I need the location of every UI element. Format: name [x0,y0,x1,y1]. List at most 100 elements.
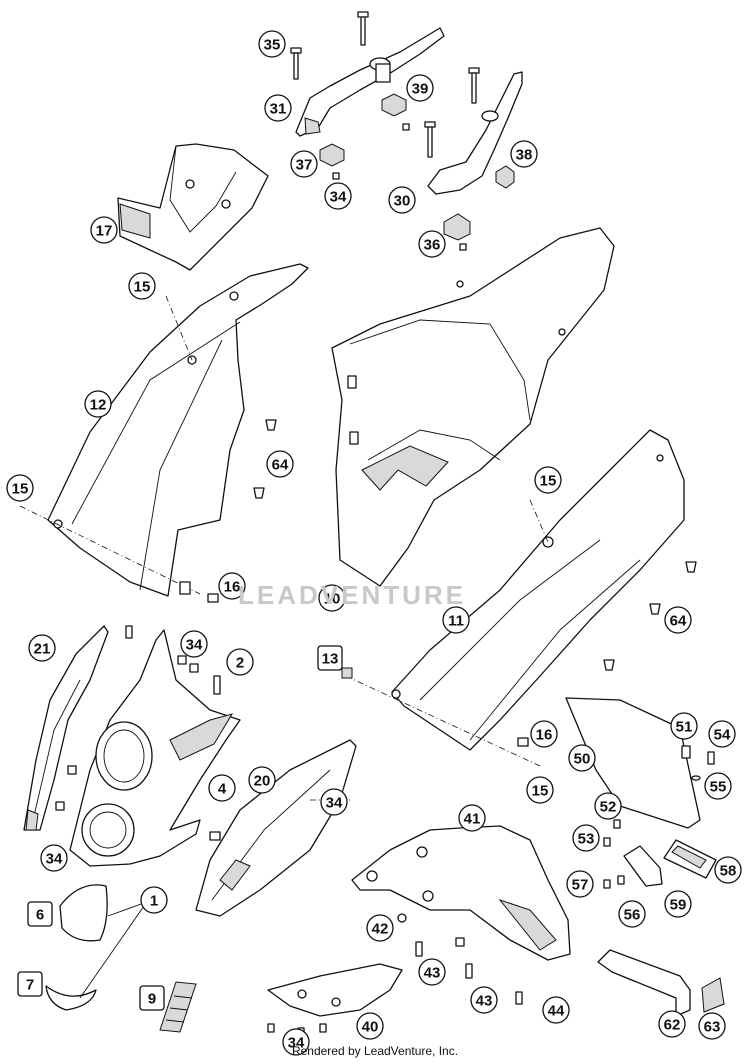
nut-39 [381,93,410,131]
nut-38 [495,165,515,189]
bracket-17 [117,143,269,271]
callout-number: 35 [264,37,281,54]
callout-number: 16 [224,579,241,596]
callout-shape [139,985,165,1011]
callout-shape [406,74,434,102]
callout-number: 43 [424,965,441,982]
callout-53: 53 [572,824,600,852]
callout-38: 38 [510,140,538,168]
callout-4: 4 [208,774,236,802]
tail-section-10 [331,227,615,587]
callout-35: 35 [258,30,286,58]
fender-41 [351,825,571,961]
callout-number: 7 [26,977,34,994]
callout-number: 16 [536,727,553,744]
callout-shape [670,712,698,740]
callout-34: 34 [320,788,348,816]
callout-number: 11 [448,613,464,630]
callout-11: 11 [442,606,470,634]
callout-number: 55 [710,779,727,796]
screws-34b [55,625,199,811]
callout-shape [317,645,343,671]
callout-number: 34 [326,795,343,812]
callout-number: 4 [218,781,227,798]
callout-number: 34 [186,637,203,654]
callout-shape [388,186,416,214]
callout-shape [534,466,562,494]
callout-34: 34 [180,630,208,658]
callout-shape [704,772,732,800]
callout-number: 1 [150,893,158,910]
callout-number: 54 [714,727,731,744]
callout-31: 31 [264,94,292,122]
callout-shape [128,272,156,300]
callout-shape [180,630,208,658]
callout-number: 56 [624,907,641,924]
callout-number: 15 [532,783,549,800]
callout-9: 9 [139,985,165,1011]
callout-52: 52 [594,792,622,820]
callout-12: 12 [84,390,112,418]
callout-15: 15 [128,272,156,300]
callout-37: 37 [290,150,318,178]
callout-shape [664,890,692,918]
callout-10: 10 [318,584,346,612]
nut-37 [319,143,345,180]
callout-number: 34 [288,1035,305,1052]
reflector-9 [159,981,197,1033]
callout-55: 55 [704,772,732,800]
callout-number: 40 [362,1019,379,1036]
callout-50: 50 [568,744,596,772]
callout-number: 44 [548,1003,565,1020]
callout-number: 64 [670,613,687,630]
callout-16: 16 [530,720,558,748]
callout-shape [664,606,692,634]
callout-number: 34 [330,189,347,206]
callout-number: 52 [600,799,617,816]
callout-shape [526,776,554,804]
callout-shape [442,606,470,634]
screws-42-43-44 [397,913,523,1005]
callout-number: 12 [90,397,107,414]
callout-57: 57 [566,870,594,898]
callout-42: 42 [366,914,394,942]
panel-20 [195,739,357,917]
small-parts-51-57 [603,819,625,889]
callout-number: 53 [578,831,595,848]
callout-shape [248,766,276,794]
callout-62: 62 [658,1010,686,1038]
callout-43: 43 [418,958,446,986]
screw-16b [517,737,529,747]
callout-shape [530,720,558,748]
callout-shape [566,870,594,898]
callout-number: 51 [676,719,693,736]
callout-2: 2 [226,648,254,676]
callout-number: 15 [540,473,557,490]
reflector-63 [701,977,725,1013]
callout-7: 7 [17,971,43,997]
callout-54: 54 [708,720,736,748]
clip-64b [603,561,697,671]
callout-shape [282,1028,310,1056]
callout-number: 57 [572,877,589,894]
callout-shape [318,584,346,612]
callout-34: 34 [40,844,68,872]
callout-40: 40 [356,1012,384,1040]
callout-shape [324,182,352,210]
bracket-40 [267,963,403,1037]
callout-shape [418,958,446,986]
callout-shape [418,230,446,258]
callout-number: 41 [464,811,481,828]
callout-shape [264,94,292,122]
callout-shape [542,996,570,1024]
callout-number: 17 [96,223,113,240]
callout-number: 30 [394,193,411,210]
callout-shape [568,744,596,772]
callout-20: 20 [248,766,276,794]
callout-shape [594,792,622,820]
callout-shape [17,971,43,997]
callout-shape [356,1012,384,1040]
trim-21 [23,625,109,831]
callout-shape [470,986,498,1014]
